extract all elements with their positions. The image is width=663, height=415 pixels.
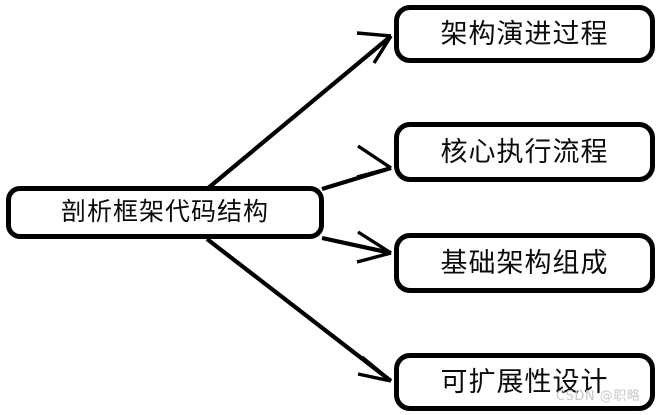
- node-root-label: 剖析框架代码结构: [60, 199, 269, 226]
- node-branch-architecture-evolution[interactable]: 架构演进过程: [394, 5, 655, 63]
- edge-root-to-branch-3: [321, 235, 392, 256]
- node-branch-infrastructure-composition[interactable]: 基础架构组成: [394, 233, 655, 293]
- node-branch-2-label: 核心执行流程: [440, 136, 609, 167]
- node-branch-extensibility-design[interactable]: 可扩展性设计: [394, 353, 655, 411]
- arrowhead-branch-2: [356, 144, 392, 179]
- watermark: CSDN @职略: [556, 389, 641, 404]
- arrowhead-branch-3: [356, 230, 392, 264]
- edge-root-to-branch-1: [205, 34, 393, 191]
- edge-root-to-branch-4: [205, 237, 393, 383]
- node-branch-3-label: 基础架构组成: [440, 247, 609, 278]
- node-branch-core-execution-flow[interactable]: 核心执行流程: [394, 122, 655, 182]
- node-branch-4-label: 可扩展性设计: [440, 366, 609, 397]
- arrowhead-branch-1: [356, 31, 393, 64]
- arrowhead-branch-4: [357, 355, 393, 383]
- node-root[interactable]: 剖析框架代码结构: [6, 186, 324, 239]
- node-branch-1-label: 架构演进过程: [440, 18, 609, 49]
